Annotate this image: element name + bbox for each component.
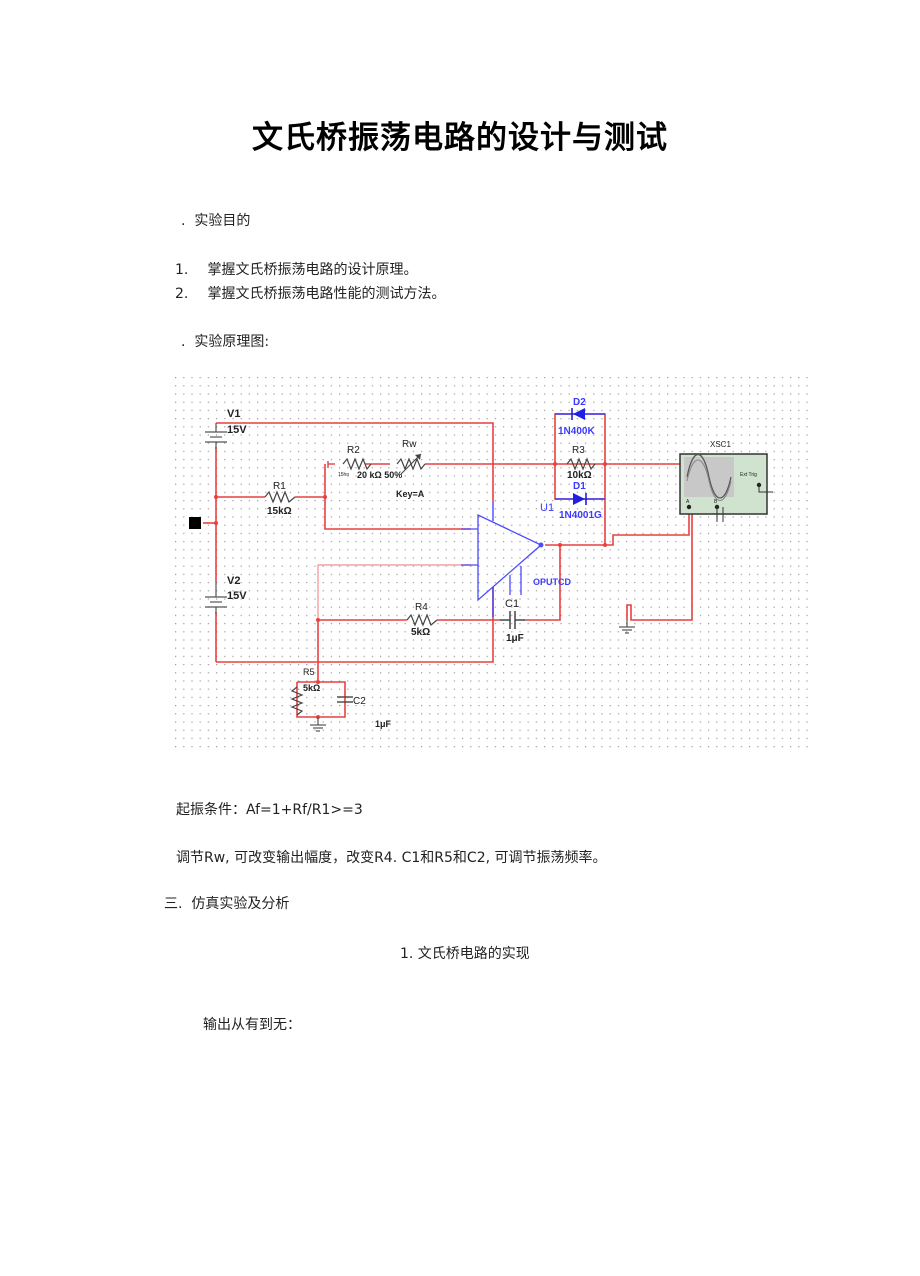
resistor-r5-icon <box>290 686 304 716</box>
diode-d1-icon <box>555 493 605 505</box>
r3-value: 10kΩ <box>567 470 592 481</box>
oscilloscope-xsc1-icon <box>679 453 773 522</box>
list-text: 掌握文氏桥振荡电路性能的测试方法。 <box>207 286 446 302</box>
section-heading-objectives: . 实验目的 <box>181 210 250 230</box>
list-number: 2. <box>175 286 189 302</box>
section-heading-simulation: 三. 仿真实验及分析 <box>164 893 289 913</box>
xsc1-ext-trig: Ext Trig <box>740 472 757 478</box>
section-title: 仿真实验及分析 <box>191 896 290 912</box>
capacitor-c2-icon <box>337 696 353 703</box>
r4-value: 5kΩ <box>411 627 430 638</box>
battery-v1-icon <box>205 423 227 449</box>
objective-item: 2. 掌握文氏桥振荡电路性能的测试方法。 <box>175 283 445 303</box>
resistor-r3-icon <box>566 457 596 471</box>
battery-v2-icon <box>205 582 227 614</box>
resistor-r1-icon <box>264 490 296 504</box>
capacitor-c1-icon <box>500 611 525 629</box>
c2-name: C2 <box>353 696 366 707</box>
section-heading-principle: . 实验原理图: <box>181 331 269 351</box>
r5-value: 5kΩ <box>303 683 320 693</box>
wire-noninverting <box>317 564 471 620</box>
ground-icon <box>310 717 326 732</box>
section-title: 实验原理图: <box>194 334 270 350</box>
c1-value: 1μF <box>506 633 524 644</box>
c2-value: 1μF <box>375 719 392 729</box>
section-marker: . <box>181 213 186 229</box>
c1-name: C1 <box>505 598 519 610</box>
v2-name: V2 <box>227 575 240 587</box>
adjustment-note: 调节Rw, 可改变输出幅度，改变R4. C1和R5和C2, 可调节振荡频率。 <box>176 850 607 866</box>
d2-value: 1N400K <box>558 426 595 437</box>
v2-value: 15V <box>227 590 247 602</box>
r2-value: 20 kΩ 50% <box>357 470 402 480</box>
subsection-heading: 1. 文氏桥电路的实现 <box>400 946 530 962</box>
opamp-u1-icon <box>461 502 544 617</box>
xsc1-channel-b: B <box>714 499 718 505</box>
resistor-r2-icon <box>342 457 372 471</box>
section-title: 实验目的 <box>194 213 251 229</box>
output-note: 输出从有到无： <box>203 1017 301 1033</box>
xsc1-name: XSC1 <box>710 440 731 449</box>
v1-name: V1 <box>227 408 240 420</box>
d2-name: D2 <box>573 397 586 408</box>
r2-prefix: 15hn <box>338 472 349 478</box>
r1-name: R1 <box>273 481 286 492</box>
rw-key: Key=A <box>396 489 425 499</box>
circuit-schematic: V1 15V V2 15V R1 15kΩ R2 15hn 20 kΩ 50% … <box>175 377 811 751</box>
v1-value: 15V <box>227 424 247 436</box>
list-text: 掌握文氏桥振荡电路的设计原理。 <box>207 262 418 278</box>
d1-name: D1 <box>573 481 586 492</box>
section-marker: 三. <box>164 896 183 912</box>
section-marker: . <box>181 334 186 350</box>
u1-name: U1 <box>540 502 554 514</box>
resistor-r4-icon <box>406 613 438 627</box>
r5-name: R5 <box>303 667 315 677</box>
r4-name: R4 <box>415 602 428 613</box>
r3-name: R3 <box>572 445 585 456</box>
junctions <box>214 462 607 719</box>
page-title: 文氏桥振荡电路的设计与测试 <box>252 120 668 156</box>
objective-item: 1. 掌握文氏桥振荡电路的设计原理。 <box>175 259 417 279</box>
ground-icon <box>619 620 635 634</box>
input-terminal <box>189 517 201 529</box>
list-number: 1. <box>175 262 189 278</box>
u1-model: OPUTCD <box>533 577 572 587</box>
diode-d2-icon <box>555 408 605 420</box>
r1-value: 15kΩ <box>267 506 292 517</box>
rw-name: Rw <box>402 439 417 450</box>
wire-v1-top <box>216 422 494 502</box>
d1-value: 1N4001G <box>559 510 602 521</box>
r2-name: R2 <box>347 445 360 456</box>
xsc1-channel-a: A <box>686 499 690 505</box>
oscillation-condition: 起振条件：Af=1+Rf/R1>=3 <box>176 802 363 818</box>
